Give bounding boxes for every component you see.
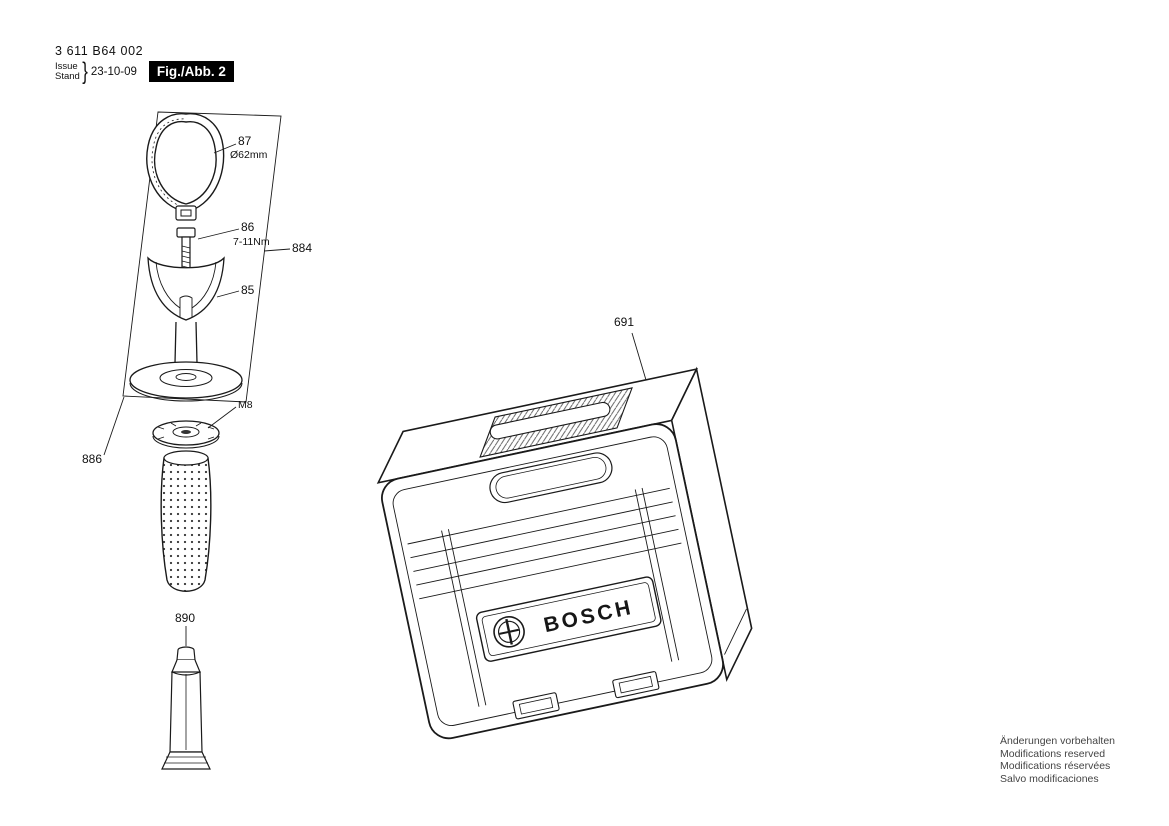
footer-line-de: Änderungen vorbehalten xyxy=(1000,735,1116,747)
callout-691: 691 xyxy=(614,315,635,329)
footer-line-es: Salvo modificaciones xyxy=(1000,772,1099,785)
clamp-cone-drawing xyxy=(147,256,225,364)
group-plane-outline xyxy=(122,111,282,403)
figure-label: Fig./Abb. 2 xyxy=(148,61,234,82)
stand-label: Stand xyxy=(55,70,80,82)
callout-886: 886 xyxy=(82,452,103,466)
m8-washer-drawing xyxy=(152,420,220,449)
issue-label: Issue xyxy=(55,60,78,72)
bosch-logo-plate: BOSCH xyxy=(475,576,662,662)
strap-drawing xyxy=(146,113,225,221)
brace-glyph: } xyxy=(82,57,88,85)
footer-line-en: Modifications reserved xyxy=(1000,747,1106,760)
callout-86-torque: 7-11Nm xyxy=(233,236,270,248)
handle-grip-drawing xyxy=(160,450,212,592)
part-number: 3 611 B64 002 xyxy=(55,44,144,58)
flange-drawing xyxy=(129,361,243,402)
callout-884: 884 xyxy=(292,241,313,255)
footer-line-fr: Modifications réservées xyxy=(1000,760,1111,772)
carrying-case-drawing: BOSCH xyxy=(376,366,753,740)
grease-tube-drawing xyxy=(161,646,211,770)
leader-lines xyxy=(103,143,647,646)
callout-85: 85 xyxy=(241,283,255,297)
callout-890: 890 xyxy=(175,611,196,625)
callout-m8: M8 xyxy=(238,399,253,411)
case-latches xyxy=(512,671,660,720)
drawing-header: 3 611 B64 002 Issue Stand } 23-10-09 Fig… xyxy=(55,44,234,85)
callout-87-dimension: Ø62mm xyxy=(230,149,268,161)
callout-86: 86 xyxy=(241,220,255,234)
issue-date: 23-10-09 xyxy=(90,65,137,78)
reservation-notice: Änderungen vorbehalten Modifications res… xyxy=(1000,735,1115,785)
bosch-emblem-icon xyxy=(493,616,525,648)
callout-87: 87 xyxy=(238,134,252,148)
